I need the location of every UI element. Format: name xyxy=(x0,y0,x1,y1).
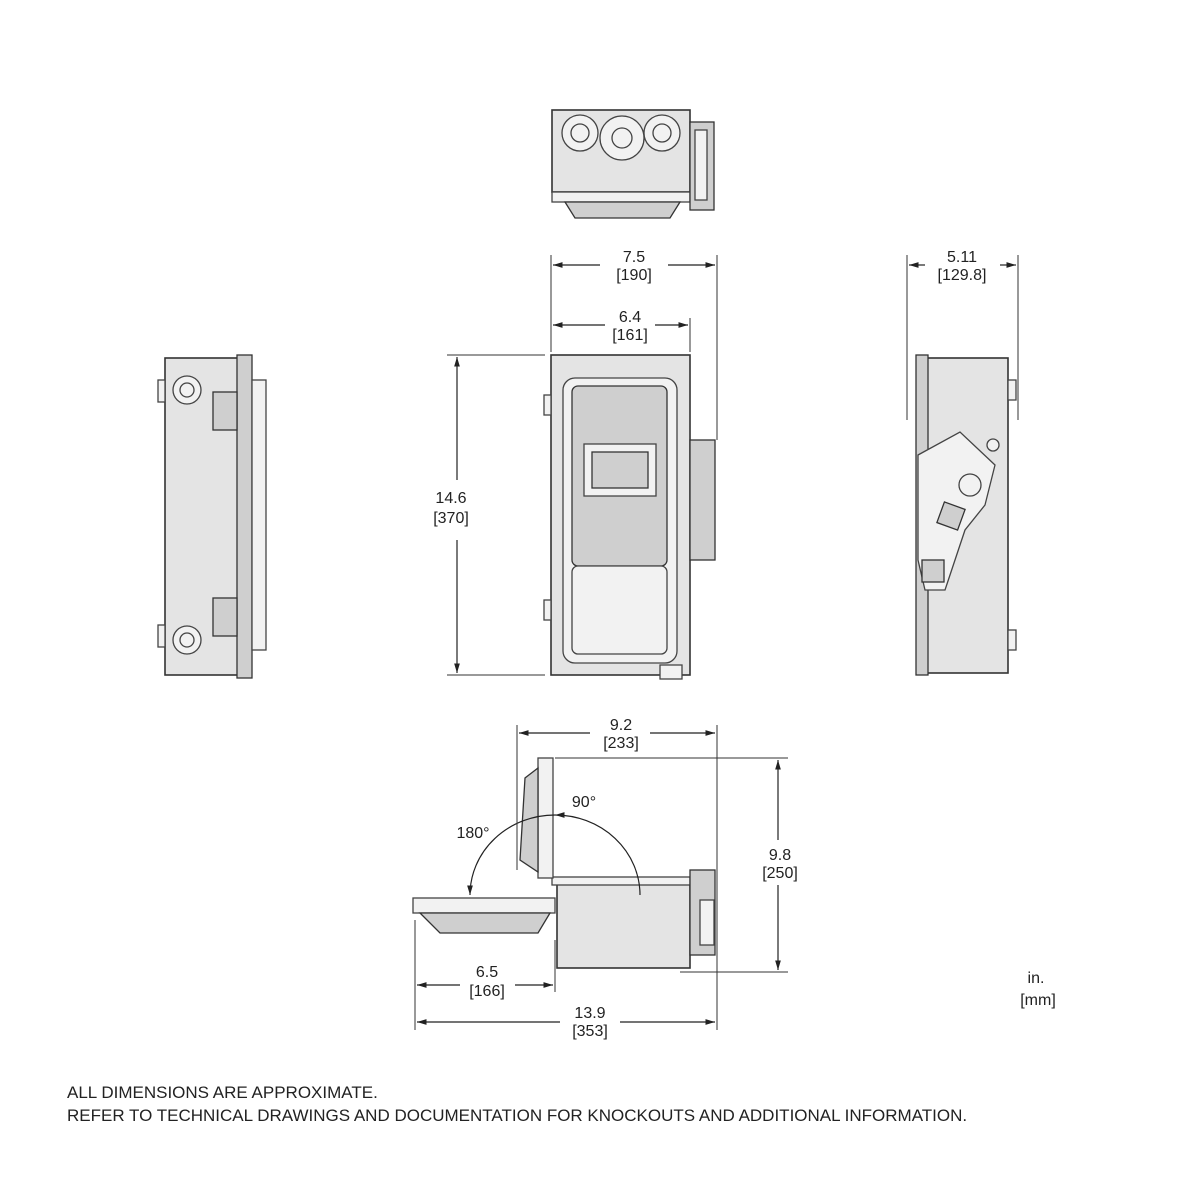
angle-90: 90° xyxy=(572,794,596,811)
dim-height-in: 14.6 xyxy=(435,490,466,507)
dimension-lines xyxy=(414,255,1019,1030)
dim-open-total-mm: [353] xyxy=(572,1023,608,1040)
open-door-view xyxy=(412,757,716,969)
dim-door-swing-in: 6.5 xyxy=(476,964,498,981)
handle xyxy=(689,439,716,561)
dim-height-mm: [370] xyxy=(433,510,469,527)
note-approximate: ALL DIMENSIONS ARE APPROXIMATE. xyxy=(67,1083,378,1102)
dim-open-total-in: 13.9 xyxy=(574,1005,605,1022)
dim-open-height-in: 9.8 xyxy=(769,847,791,864)
dim-open-height-mm: [250] xyxy=(762,865,798,882)
right-view xyxy=(915,354,1017,676)
dim-door-swing-mm: [166] xyxy=(469,983,505,1000)
dim-width-body-in: 6.4 xyxy=(619,309,641,326)
dim-width-overall-mm: [190] xyxy=(616,267,652,284)
dim-depth-in: 5.11 xyxy=(947,249,977,266)
left-view xyxy=(157,354,267,679)
dim-width-body-mm: [161] xyxy=(612,327,648,344)
dim-open-width-in: 9.2 xyxy=(610,717,632,734)
units-secondary: [mm] xyxy=(1020,992,1056,1009)
units-primary: in. xyxy=(1028,970,1045,987)
front-view xyxy=(543,354,716,680)
top-view xyxy=(551,109,715,219)
dim-depth-mm: [129.8] xyxy=(938,267,987,284)
dim-width-overall-in: 7.5 xyxy=(623,249,645,266)
angle-180: 180° xyxy=(456,825,489,842)
note-refer: REFER TO TECHNICAL DRAWINGS AND DOCUMENT… xyxy=(67,1106,967,1125)
dim-open-width-mm: [233] xyxy=(603,735,639,752)
